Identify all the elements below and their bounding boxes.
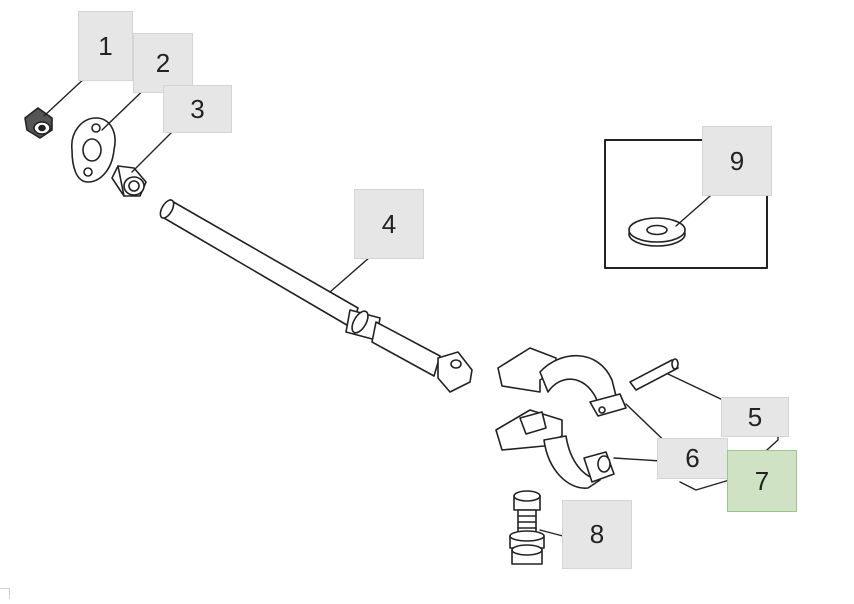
part-9-washer: [628, 217, 686, 247]
callout-label-8: 8: [589, 519, 605, 549]
callout-label-9: 9: [729, 145, 745, 176]
inset-frame: [604, 139, 768, 269]
callout-label-3: 3: [190, 93, 205, 124]
callout-2[interactable]: 2: [133, 33, 193, 93]
callout-8[interactable]: 8: [562, 500, 632, 569]
part-8-bolt: [509, 490, 545, 565]
callout-label-1: 1: [98, 30, 113, 61]
callout-3[interactable]: 3: [163, 85, 232, 133]
callout-4[interactable]: 4: [354, 189, 424, 259]
callout-9[interactable]: 9: [702, 126, 772, 196]
callout-label-4: 4: [381, 208, 397, 239]
part-3-nut: [111, 165, 147, 197]
callout-label-2: 2: [155, 47, 171, 78]
part-upper-clamp: [497, 347, 627, 417]
callout-1[interactable]: 1: [78, 11, 133, 81]
part-2-flange: [71, 117, 116, 183]
callout-label-5: 5: [747, 401, 763, 432]
part-lower-clamp: [495, 409, 615, 489]
callout-label-7: 7: [754, 465, 770, 496]
callout-6[interactable]: 6: [657, 438, 728, 479]
callout-label-6: 6: [685, 443, 700, 473]
part-4-tube: [159, 199, 473, 393]
part-5-pin: [629, 358, 679, 391]
callout-5[interactable]: 5: [721, 397, 789, 437]
corner-marker: [0, 588, 10, 599]
callout-7[interactable]: 7: [727, 450, 797, 512]
